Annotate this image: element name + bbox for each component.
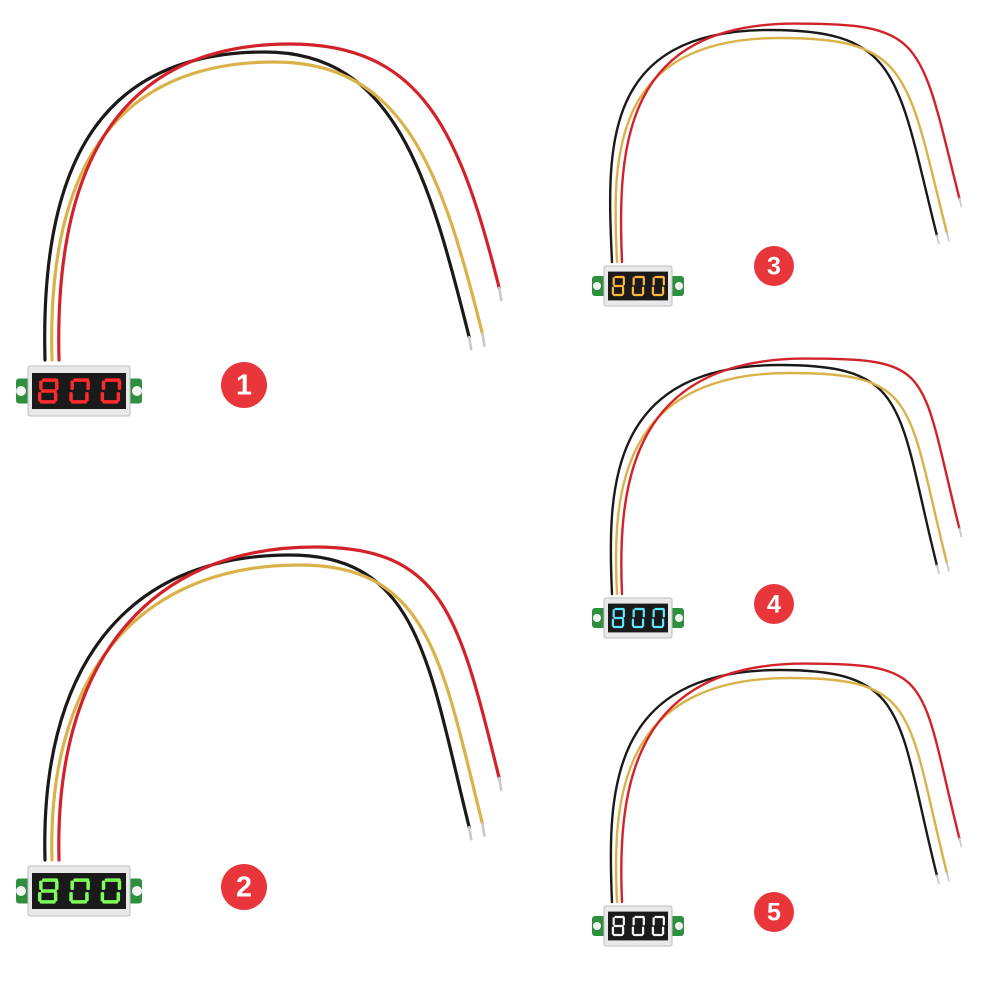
yellow-wire	[614, 371, 948, 596]
black-wire	[609, 363, 939, 596]
badge-label: 3	[767, 252, 781, 280]
red-wire	[620, 662, 961, 904]
number-badge: 5	[754, 892, 794, 932]
red-wire	[619, 22, 961, 264]
badge-label: 1	[236, 370, 252, 402]
led-display	[16, 865, 142, 917]
yellow-wire	[614, 36, 948, 264]
red-wire	[620, 357, 961, 596]
yellow-wire	[50, 60, 484, 362]
number-badge: 3	[754, 246, 794, 286]
voltmeter-module-2: 2	[16, 545, 503, 917]
voltmeter-module-3: 3	[592, 22, 963, 307]
yellow-wire	[50, 563, 484, 862]
black-wire	[43, 50, 471, 362]
black-wire	[608, 28, 939, 264]
led-display	[592, 597, 684, 639]
yellow-wire	[614, 676, 948, 904]
voltmeter-module-5: 5	[592, 662, 963, 947]
badge-label: 5	[767, 898, 781, 926]
badge-label: 4	[767, 590, 781, 618]
black-wire	[43, 553, 471, 862]
red-wire	[57, 545, 501, 862]
led-display	[592, 265, 684, 307]
led-display	[592, 905, 684, 947]
badge-label: 2	[236, 872, 252, 904]
number-badge: 1	[221, 362, 267, 408]
number-badge: 4	[754, 584, 794, 624]
led-display	[16, 365, 142, 417]
voltmeter-module-1: 1	[16, 42, 503, 417]
black-wire	[609, 668, 939, 904]
voltmeter-module-4: 4	[592, 357, 963, 639]
red-wire	[57, 42, 501, 362]
number-badge: 2	[221, 864, 267, 910]
